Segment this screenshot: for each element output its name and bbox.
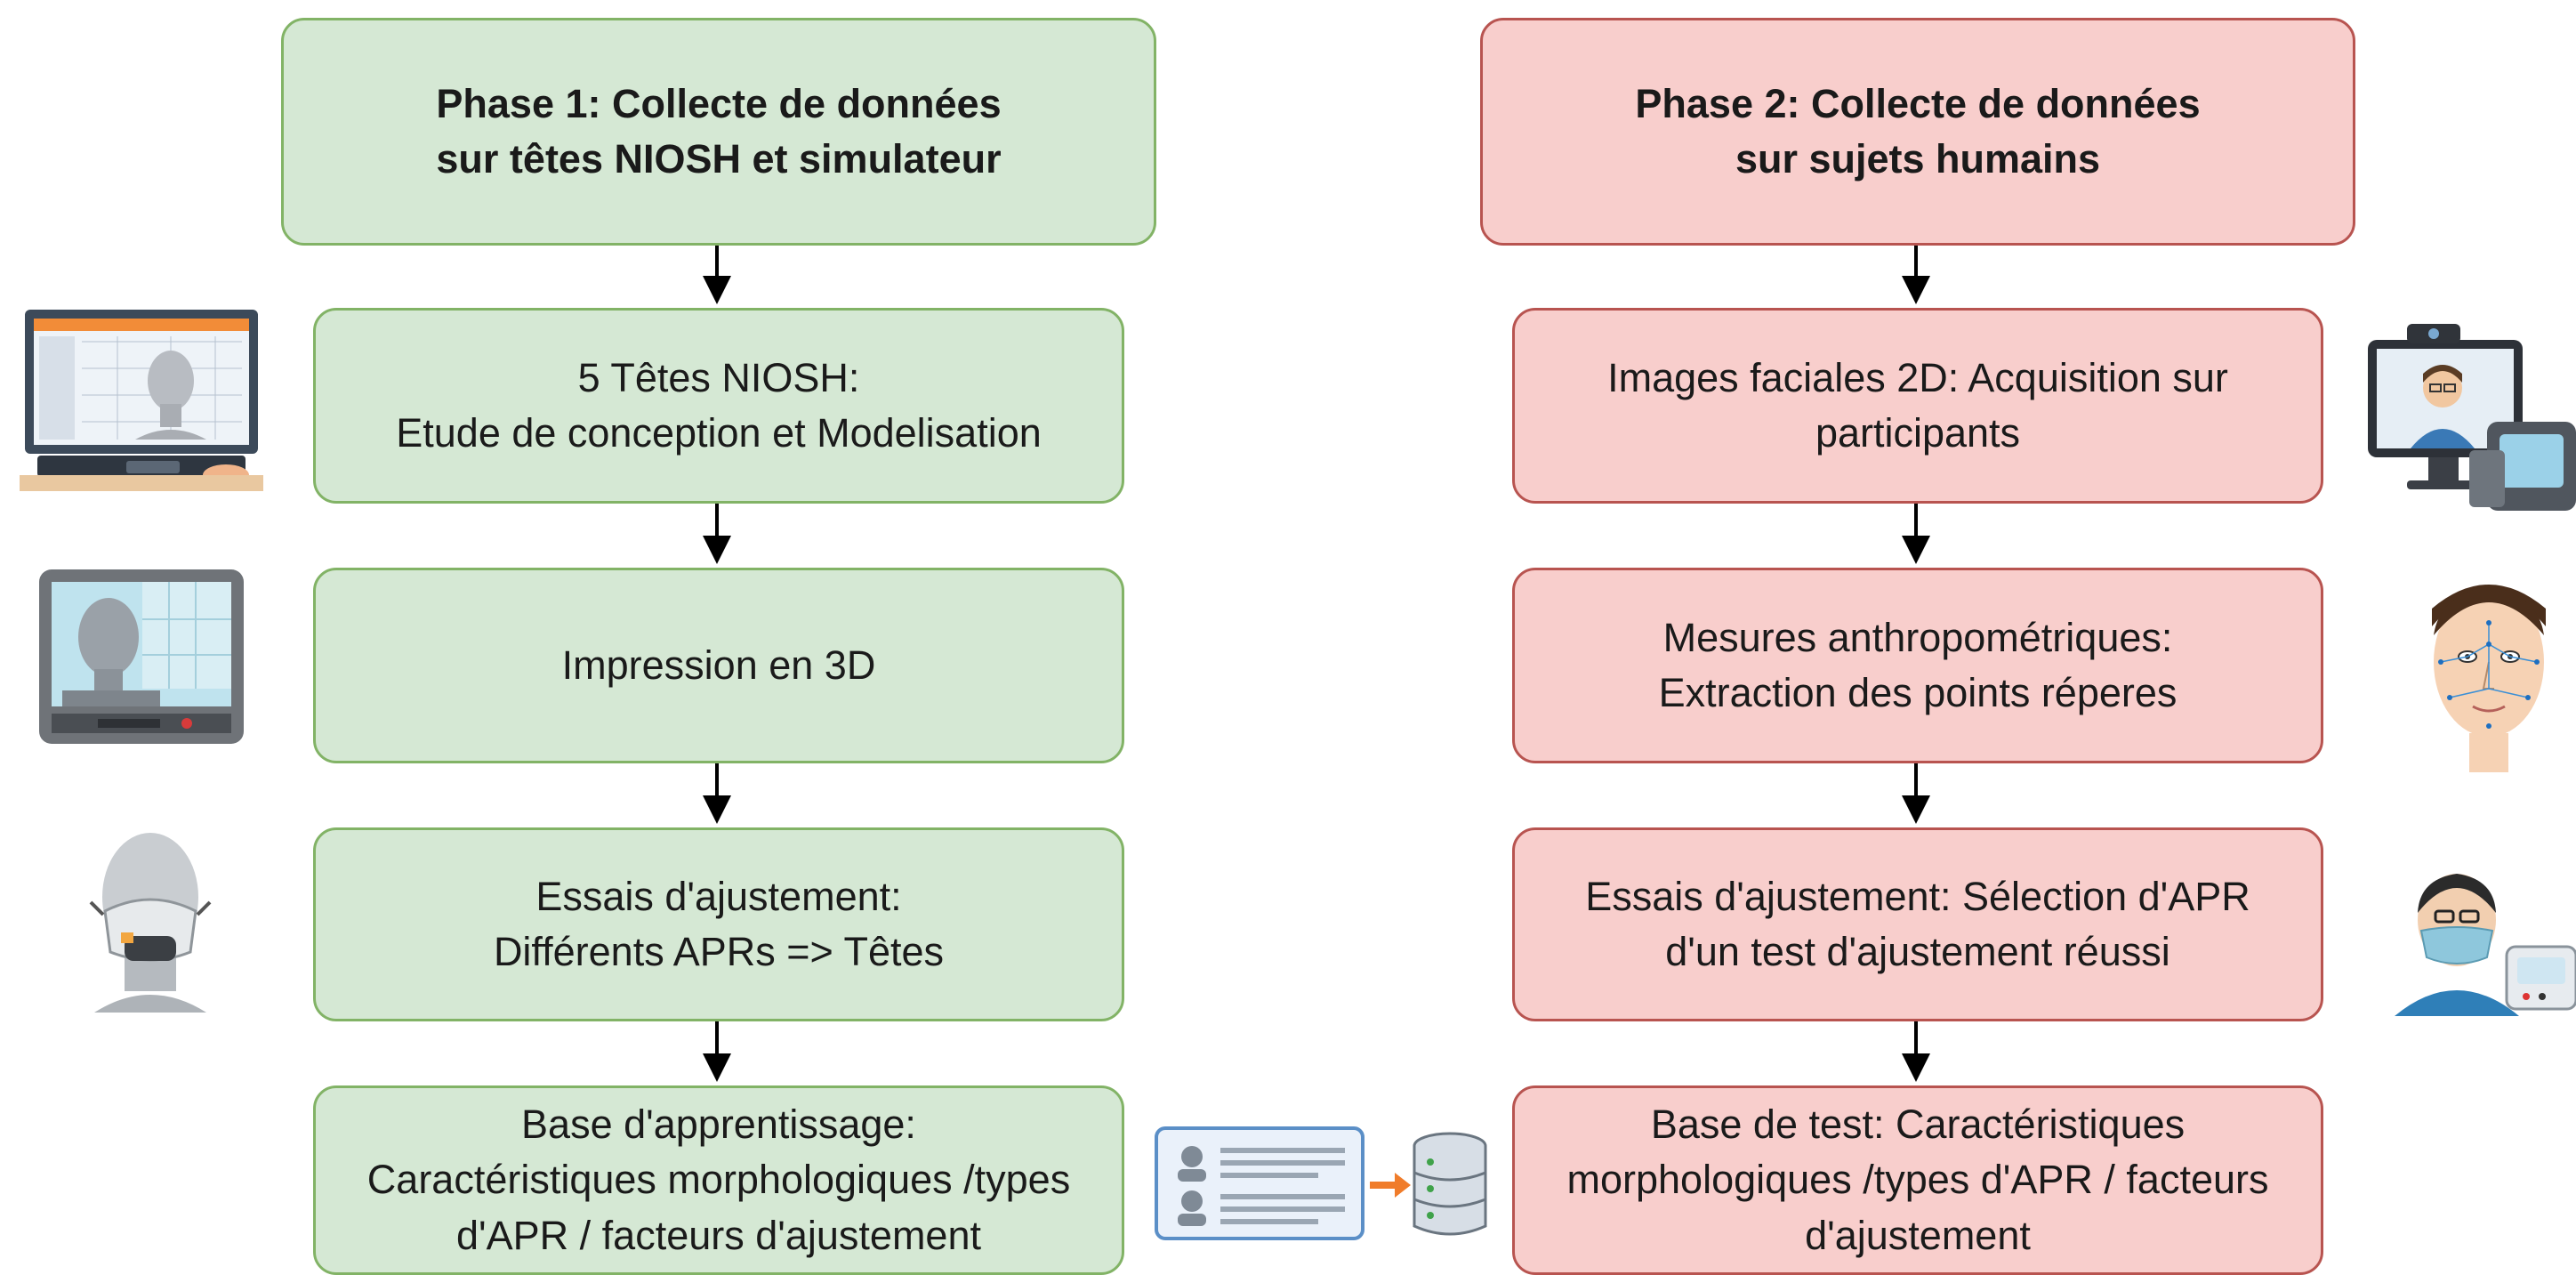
phase1-step-3d-printing: Impression en 3D: [313, 568, 1124, 763]
phase2-step-facial-images: Images faciales 2D: Acquisition sur part…: [1512, 308, 2323, 504]
database-records-illustration: [1155, 1126, 1487, 1240]
mannequin-head-respirator-illustration: [89, 833, 212, 1013]
webcam-face-capture-illustration: [2368, 324, 2576, 511]
phase2-step-anthropometric: Mesures anthropométriques: Extraction de…: [1512, 568, 2323, 763]
face-landmarks-illustration: [2432, 585, 2546, 772]
phase1-step-design-modeling: 5 Têtes NIOSH: Etude de conception et Mo…: [313, 308, 1124, 504]
phase1-header: Phase 1: Collecte de données sur têtes N…: [281, 18, 1156, 246]
phase2-step-fit-selection: Essais d'ajustement: Sélection d'APR d'u…: [1512, 827, 2323, 1021]
phase2-step-test-base: Base de test: Caractéristiques morpholog…: [1512, 1085, 2323, 1275]
phase2-header: Phase 2: Collecte de données sur sujets …: [1480, 18, 2355, 246]
computer-modeling-illustration: [20, 310, 263, 491]
3d-printer-head-illustration: [39, 569, 244, 744]
phase1-step-training-base: Base d'apprentissage: Caractéristiques m…: [313, 1085, 1124, 1275]
person-mask-fit-test-illustration: [2395, 874, 2576, 1016]
phase1-step-fit-trials: Essais d'ajustement: Différents APRs => …: [313, 827, 1124, 1021]
